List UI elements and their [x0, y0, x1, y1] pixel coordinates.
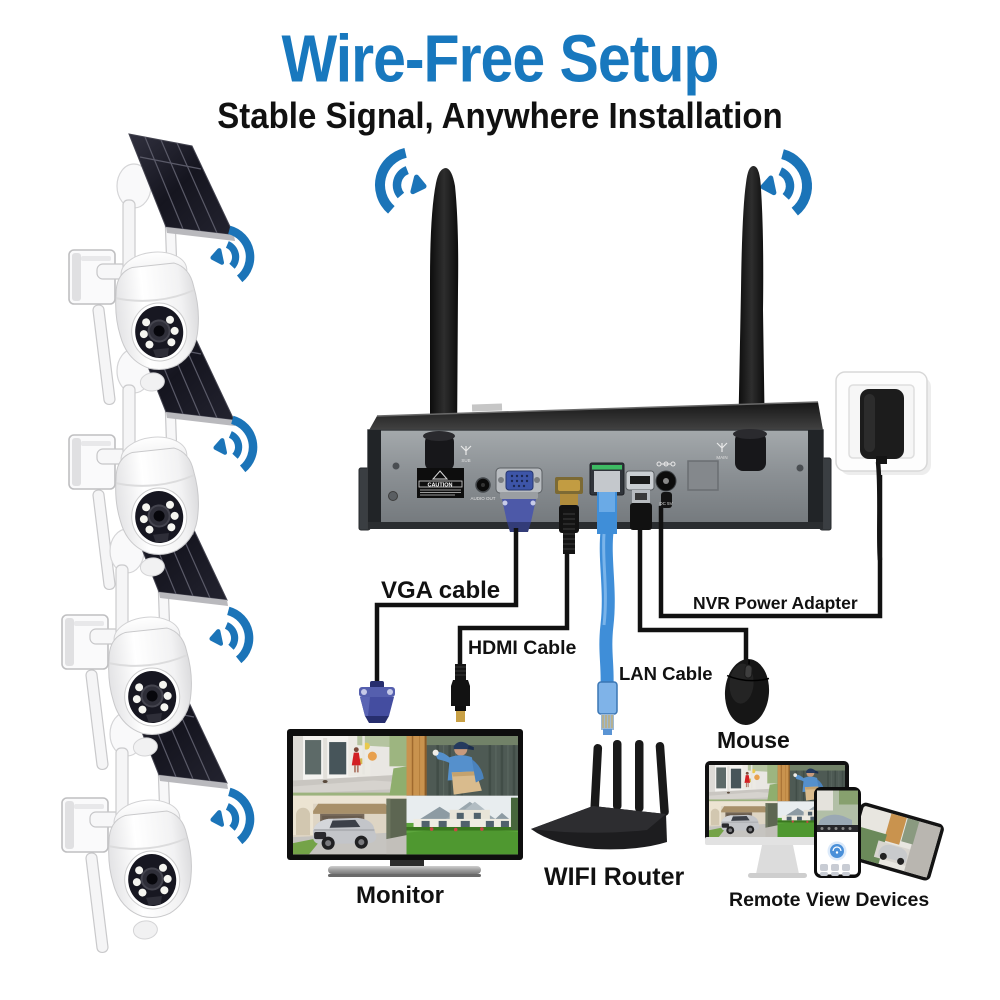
svg-text:AUDIO OUT: AUDIO OUT — [470, 496, 495, 501]
svg-text:SUB: SUB — [461, 458, 470, 463]
svg-text:CAUTION: CAUTION — [427, 483, 452, 489]
svg-text:DC 5V: DC 5V — [659, 501, 672, 506]
svg-text:MAIN: MAIN — [716, 455, 727, 460]
